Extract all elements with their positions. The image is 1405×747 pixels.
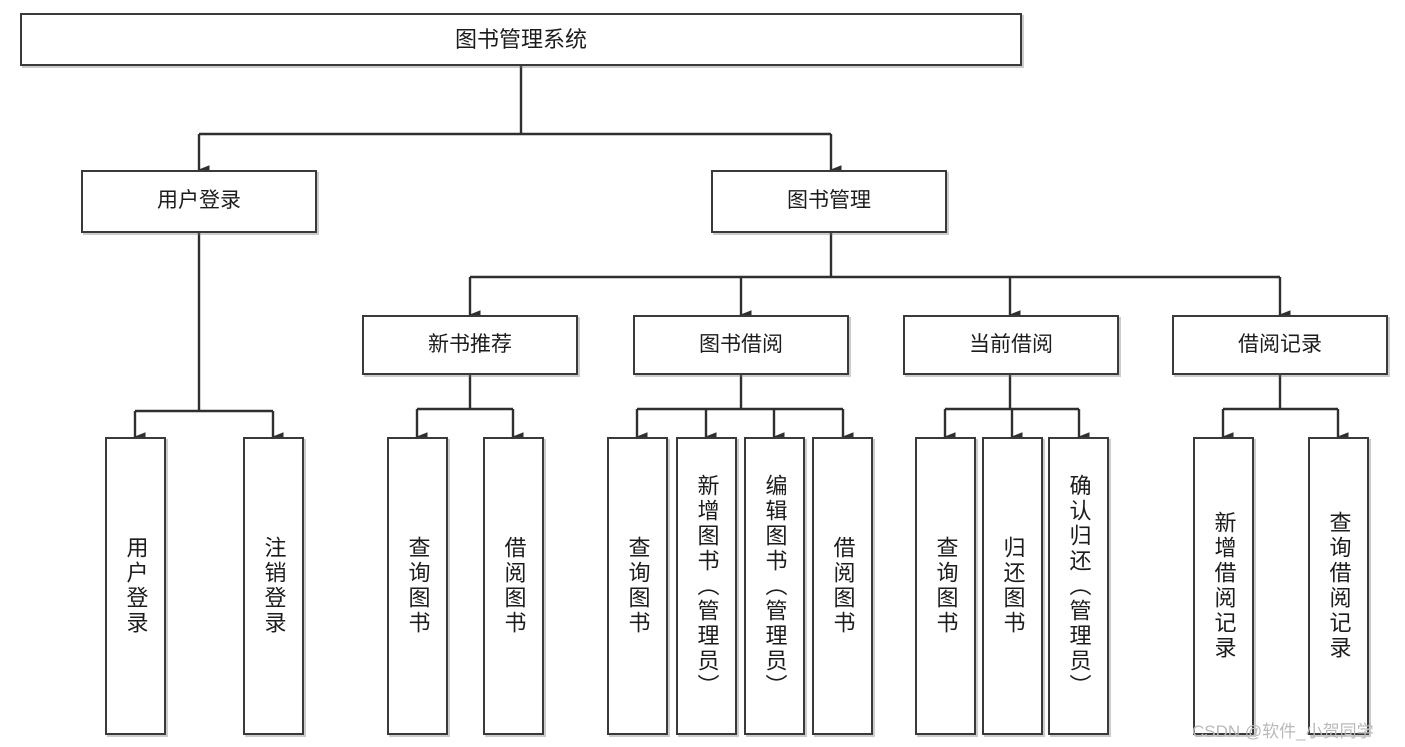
node-label: 借阅图书 — [501, 536, 527, 636]
leaf-confirm-return[interactable]: 确认归还（管理员） — [1048, 437, 1109, 735]
leaf-user-login[interactable]: 用户登录 — [105, 437, 166, 735]
node-label: 注销登录 — [261, 536, 287, 636]
leaf-edit-book[interactable]: 编辑图书（管理员） — [744, 437, 805, 735]
node-label: 用户登录 — [123, 536, 149, 636]
node-label: 图书借阅 — [699, 332, 783, 356]
node-label: 图书管理 — [787, 189, 871, 213]
node-label: 新增借阅记录 — [1211, 511, 1237, 661]
leaf-borrow-book-recommend[interactable]: 借阅图书 — [483, 437, 544, 735]
node-user-login[interactable]: 用户登录 — [81, 170, 317, 233]
leaf-add-book[interactable]: 新增图书（管理员） — [676, 437, 737, 735]
node-label: 图书管理系统 — [454, 26, 587, 52]
node-label: 归还图书 — [1000, 536, 1026, 636]
node-book-management[interactable]: 图书管理 — [711, 170, 947, 233]
node-borrow-record[interactable]: 借阅记录 — [1172, 315, 1388, 375]
leaf-query-book-current[interactable]: 查询图书 — [915, 437, 976, 735]
node-label: 当前借阅 — [969, 332, 1053, 356]
node-label: 新书推荐 — [428, 332, 512, 356]
leaf-query-borrow-record[interactable]: 查询借阅记录 — [1308, 437, 1369, 735]
node-label: 新增图书（管理员） — [694, 473, 720, 699]
leaf-return-book[interactable]: 归还图书 — [982, 437, 1043, 735]
leaf-add-borrow-record[interactable]: 新增借阅记录 — [1193, 437, 1254, 735]
node-label: 查询图书 — [933, 536, 959, 636]
node-label: 确认归还（管理员） — [1066, 473, 1092, 699]
leaf-logout[interactable]: 注销登录 — [243, 437, 304, 735]
node-book-borrow[interactable]: 图书借阅 — [633, 315, 849, 375]
leaf-query-book-recommend[interactable]: 查询图书 — [387, 437, 448, 735]
node-label: 编辑图书（管理员） — [762, 473, 788, 699]
leaf-query-book-borrow[interactable]: 查询图书 — [607, 437, 668, 735]
node-root-book-management-system[interactable]: 图书管理系统 — [20, 13, 1022, 66]
node-label: 用户登录 — [157, 189, 241, 213]
node-label: 查询借阅记录 — [1326, 511, 1352, 661]
node-label: 借阅图书 — [830, 536, 856, 636]
node-new-book-recommend[interactable]: 新书推荐 — [362, 315, 578, 375]
leaf-borrow-book[interactable]: 借阅图书 — [812, 437, 873, 735]
node-label: 查询图书 — [625, 536, 651, 636]
node-label: 查询图书 — [405, 536, 431, 636]
node-current-borrow[interactable]: 当前借阅 — [903, 315, 1119, 375]
node-label: 借阅记录 — [1238, 332, 1322, 356]
